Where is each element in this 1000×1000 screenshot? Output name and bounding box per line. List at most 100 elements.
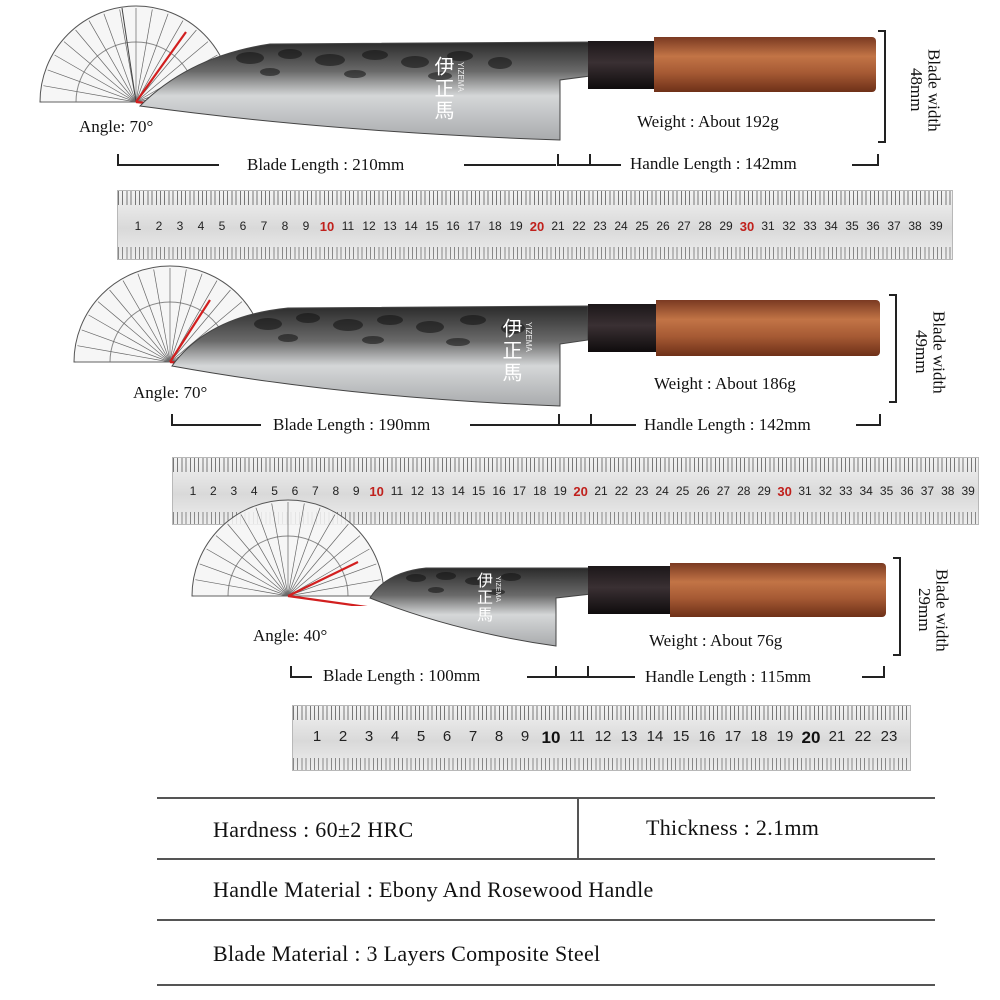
ruler-1-number: 23 — [593, 219, 607, 233]
ruler-2-number: 11 — [390, 484, 404, 498]
handle-2-rosewood — [656, 300, 880, 356]
blade-width-bar-1 — [884, 30, 886, 142]
weight-label-3: Weight : About 76g — [649, 631, 783, 650]
ruler-1-number: 7 — [260, 219, 268, 233]
ruler-2-number: 22 — [614, 484, 629, 498]
ruler-3-number: 11 — [569, 728, 585, 745]
ruler-2-number: 7 — [312, 484, 319, 498]
angle-arm-3b — [287, 561, 359, 597]
ruler-1-number: 5 — [218, 219, 226, 233]
blade-2 — [171, 305, 589, 407]
blade-width-label-2: Blade width 49mm — [911, 310, 949, 394]
ruler-3-number: 12 — [594, 728, 612, 745]
ruler-3-number: 8 — [494, 728, 504, 745]
blade-brand-2: YIZEMA — [524, 322, 533, 352]
ruler-1-number: 1 — [134, 219, 142, 233]
handle-1-rosewood — [654, 37, 876, 92]
angle-label-1: Angle: 70° — [79, 117, 154, 136]
ruler-2-number: 15 — [471, 484, 486, 498]
ruler-3-number: 23 — [880, 728, 898, 745]
blade-brand-3: YIZEMA — [494, 576, 501, 603]
ruler-2-number: 30 — [777, 484, 792, 499]
blade-1 — [138, 41, 591, 141]
ruler-3-number: 13 — [620, 728, 638, 745]
ruler-3-number: 10 — [541, 728, 561, 747]
ruler-1-number: 35 — [845, 219, 859, 233]
spec-blade-material: Blade Material : 3 Layers Composite Stee… — [213, 941, 601, 966]
ruler-2-number: 31 — [798, 484, 812, 498]
ruler-3-number: 4 — [390, 728, 400, 745]
blade-3 — [369, 567, 592, 647]
ruler-3-number: 16 — [698, 728, 716, 745]
ruler-2-number: 39 — [961, 484, 975, 498]
ruler-3-number: 1 — [312, 728, 322, 745]
blade-length-label-3: Blade Length : 100mm — [323, 666, 481, 685]
ruler-3-number: 20 — [801, 728, 821, 747]
handle-2-ebony — [588, 304, 656, 352]
ruler-1-number: 37 — [887, 219, 901, 233]
ruler-1-number: 12 — [362, 219, 376, 233]
handle-3 — [588, 563, 886, 617]
ruler-2-number: 21 — [594, 484, 608, 498]
blade-logo-1: 伊正馬 — [431, 56, 453, 122]
ruler-1-number: 4 — [197, 219, 205, 233]
ruler-3-number: 7 — [468, 728, 478, 745]
ruler-1-number: 31 — [761, 219, 775, 233]
ruler-1-number: 13 — [383, 219, 397, 233]
ruler-1-number: 16 — [446, 219, 460, 233]
ruler-3-number: 6 — [442, 728, 452, 745]
ruler-2-number: 4 — [250, 484, 258, 498]
ruler-1-number: 26 — [656, 219, 670, 233]
ruler-2-number: 26 — [696, 484, 710, 498]
handle-2 — [588, 300, 880, 356]
blade-logo-3: 伊正馬 — [474, 572, 491, 623]
ruler-2-number: 23 — [635, 484, 649, 498]
ruler-1-number: 8 — [281, 219, 289, 233]
handle-length-label-2: Handle Length : 142mm — [644, 415, 811, 434]
ruler-2-number: 34 — [859, 484, 873, 498]
blade-brand-1: YIZEMA — [456, 62, 465, 92]
ruler-1-number: 36 — [866, 219, 880, 233]
ruler-2-number: 37 — [920, 484, 935, 498]
ruler-2-number: 18 — [533, 484, 547, 498]
ruler-3-number: 17 — [724, 728, 742, 745]
blade-length-label-2: Blade Length : 190mm — [273, 415, 431, 434]
ruler-1-number: 6 — [239, 219, 247, 233]
ruler-1-number: 34 — [824, 219, 838, 233]
ruler-1-number: 19 — [509, 219, 523, 233]
ruler-2-number: 29 — [757, 484, 771, 498]
blade-width-label-3: Blade width 29mm — [914, 568, 952, 652]
ruler-2-number: 8 — [332, 484, 340, 498]
ruler-2-number: 3 — [230, 484, 238, 498]
ruler-2-number: 5 — [271, 484, 278, 498]
protractor-3-dial — [191, 499, 385, 597]
ruler-3-number: 22 — [854, 728, 872, 745]
ruler-2-number: 19 — [553, 484, 567, 498]
ruler-1-number: 22 — [572, 219, 586, 233]
blade-width-label-1: Blade width 48mm — [906, 48, 944, 132]
ruler-1-number: 21 — [551, 219, 565, 233]
handle-1-ebony — [588, 41, 654, 89]
ruler-1-number: 29 — [719, 219, 733, 233]
ruler-2-number: 1 — [189, 484, 197, 498]
ruler-2-number: 38 — [941, 484, 955, 498]
ruler-1-number: 10 — [319, 219, 335, 234]
handle-1 — [588, 37, 878, 92]
weight-label-2: Weight : About 186g — [654, 374, 796, 393]
ruler-2-number: 17 — [512, 484, 527, 498]
blade-width-bar-3 — [899, 557, 901, 655]
handle-length-label-1: Handle Length : 142mm — [630, 154, 797, 173]
ruler-3-number: 18 — [750, 728, 768, 745]
blade-length-label-1: Blade Length : 210mm — [247, 155, 405, 174]
ruler-2-number: 27 — [716, 484, 731, 498]
ruler-2-number: 25 — [675, 484, 690, 498]
ruler-1-number: 30 — [739, 219, 755, 234]
ruler-3-number: 9 — [520, 728, 530, 745]
ruler-1-number: 14 — [404, 219, 418, 233]
ruler-3-number: 21 — [828, 728, 846, 745]
ruler-1-number: 15 — [425, 219, 439, 233]
ruler-1-number: 32 — [782, 219, 796, 233]
ruler-1-number: 25 — [635, 219, 649, 233]
weight-label-1: Weight : About 192g — [637, 112, 779, 131]
ruler-3-number: 5 — [416, 728, 426, 745]
